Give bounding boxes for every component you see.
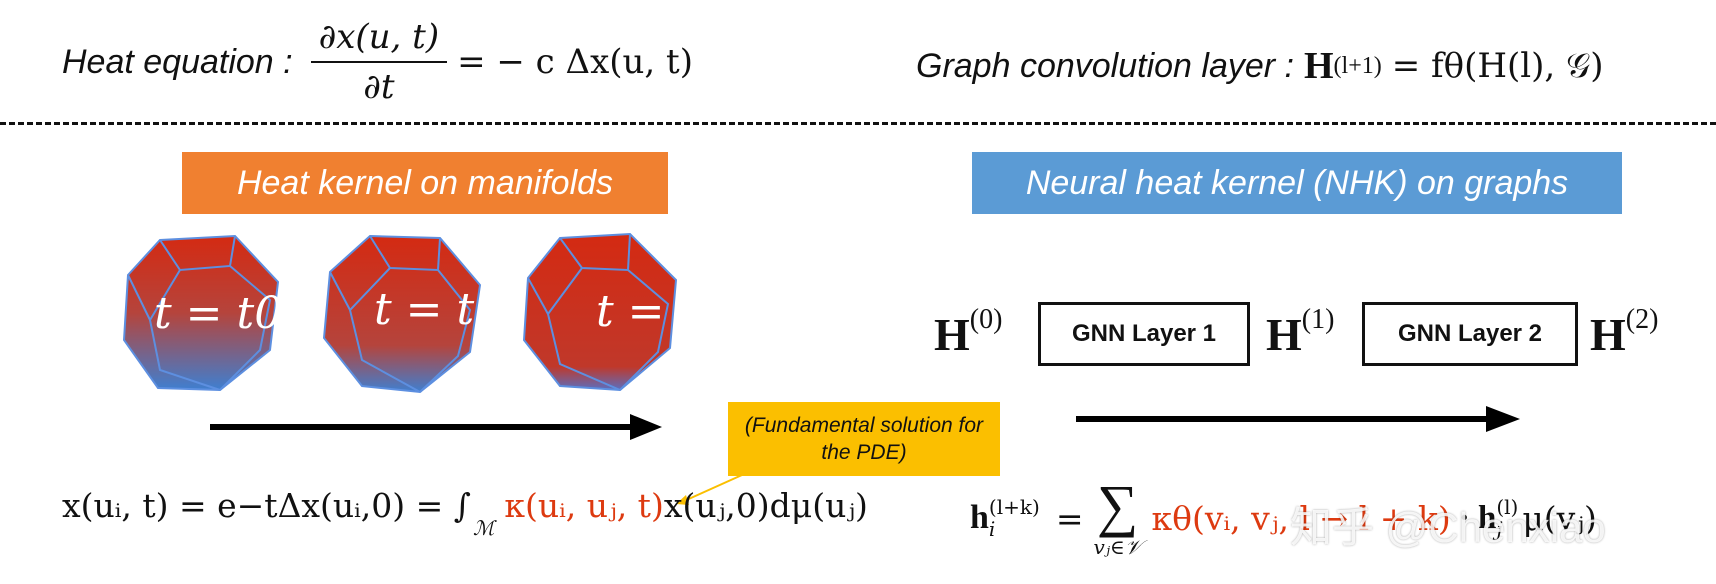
nhk-formula-lhs: h [970,499,989,536]
heat-kernel-formula-sub: ℳ [472,516,495,540]
graph-conv-lhs: H [1303,45,1334,87]
nhk-formula-suffix-scripts: (l) j [1496,496,1518,540]
h0-symbol: H(0) [934,304,1003,360]
heat-kernel-formula-kernel: κ(uᵢ, uⱼ, t) [504,485,664,525]
gnn-layer-1-label: GNN Layer 1 [1071,320,1217,347]
nhk-formula-sum-sub: vⱼ∈𝒱 [1093,535,1142,559]
heat-equation-numerator: ∂x(u, t) [310,17,448,63]
polyhedron-t0 [122,234,280,392]
left-banner: Heat kernel on manifolds [182,152,668,214]
left-banner-text: Heat kernel on manifolds [236,163,614,202]
graph-conv-rhs: = fθ(H(l), 𝒢) [1391,46,1604,86]
polyhedron-t2-label: t = t2 [596,286,725,337]
graph-conv-lhs-sup: (l+1) [1333,52,1382,79]
h1-sup: (1) [1301,304,1335,335]
heat-equation-denominator: ∂t [363,67,395,107]
callout-pointer [676,465,763,505]
nhk-formula-lhs-sup: (l+k) [988,495,1040,519]
gnn-layer-2-label: GNN Layer 2 [1397,320,1543,347]
heat-equation-fraction: ∂x(u, t) ∂t [310,17,448,107]
graph-conv-equation: Graph convolution layer : H (l+1) = fθ(H… [916,36,1604,96]
heat-kernel-formula: x(uᵢ, t) = e−tΔx(uᵢ,0) = ∫ ℳ κ(uᵢ, uⱼ, t… [62,470,868,541]
zhihu-watermark: 知乎 @Chenxiao [1290,504,1606,551]
heat-equation: Heat equation : ∂x(u, t) ∂t = − c Δx(u, … [62,12,693,112]
graph-conv-label: Graph convolution layer : [916,46,1294,85]
heat-kernel-formula-suffix: x(uⱼ,0)dμ(uⱼ) [663,485,868,525]
polyhedra-illustration [122,232,678,394]
nhk-formula-suffix-sub: j [1496,517,1503,541]
nhk-formula-lhs-sub: i [988,517,996,541]
nhk-formula-lhs-scripts: (l+k) i [989,496,1040,540]
polyhedron-t2 [522,232,678,392]
heat-equation-label: Heat equation : [62,42,293,81]
h2-sup: (2) [1625,304,1659,335]
right-banner: Neural heat kernel (NHK) on graphs [972,152,1622,214]
right-arrow [1076,406,1520,432]
nhk-formula-suffix-sup: (l) [1496,495,1519,519]
h1-symbol: H(1) [1266,304,1335,360]
polyhedron-t0-label: t = t0 [154,288,283,339]
gnn-layer-2-box: GNN Layer 2 [1362,302,1578,366]
h2-symbol: H(2) [1590,304,1659,360]
gnn-layer-1-box: GNN Layer 1 [1038,302,1250,366]
heat-kernel-formula-prefix: x(uᵢ, t) = e−tΔx(uᵢ,0) = ∫ [62,485,471,525]
nhk-formula-eq: = [1055,498,1084,538]
heat-equation-rhs: = − c Δx(u, t) [457,42,693,82]
right-banner-text: Neural heat kernel (NHK) on graphs [1025,163,1569,202]
h0-sup: (0) [969,304,1003,335]
polyhedron-t1-label: t = t1 [374,284,503,335]
dashed-divider [0,122,1716,125]
polyhedron-t1 [322,234,482,394]
callout-text: (Fundamental solution for the PDE) [744,413,984,464]
fundamental-solution-callout: (Fundamental solution for the PDE) [728,402,1000,476]
nhk-formula-sum: ∑ [1096,473,1139,538]
nhk-formula-kernel: κθ(vᵢ, vⱼ, l → l + k) [1151,498,1451,538]
nhk-formula-tail: μ(vⱼ) [1522,498,1597,538]
nhk-formula-sum-block: ∑ vⱼ∈𝒱 [1093,473,1142,560]
left-arrow [210,414,662,440]
nhk-formula-suffix: · h [1458,499,1497,536]
nhk-formula: h (l+k) i = ∑ vⱼ∈𝒱 κθ(vᵢ, vⱼ, l → l + k)… [970,468,1597,568]
